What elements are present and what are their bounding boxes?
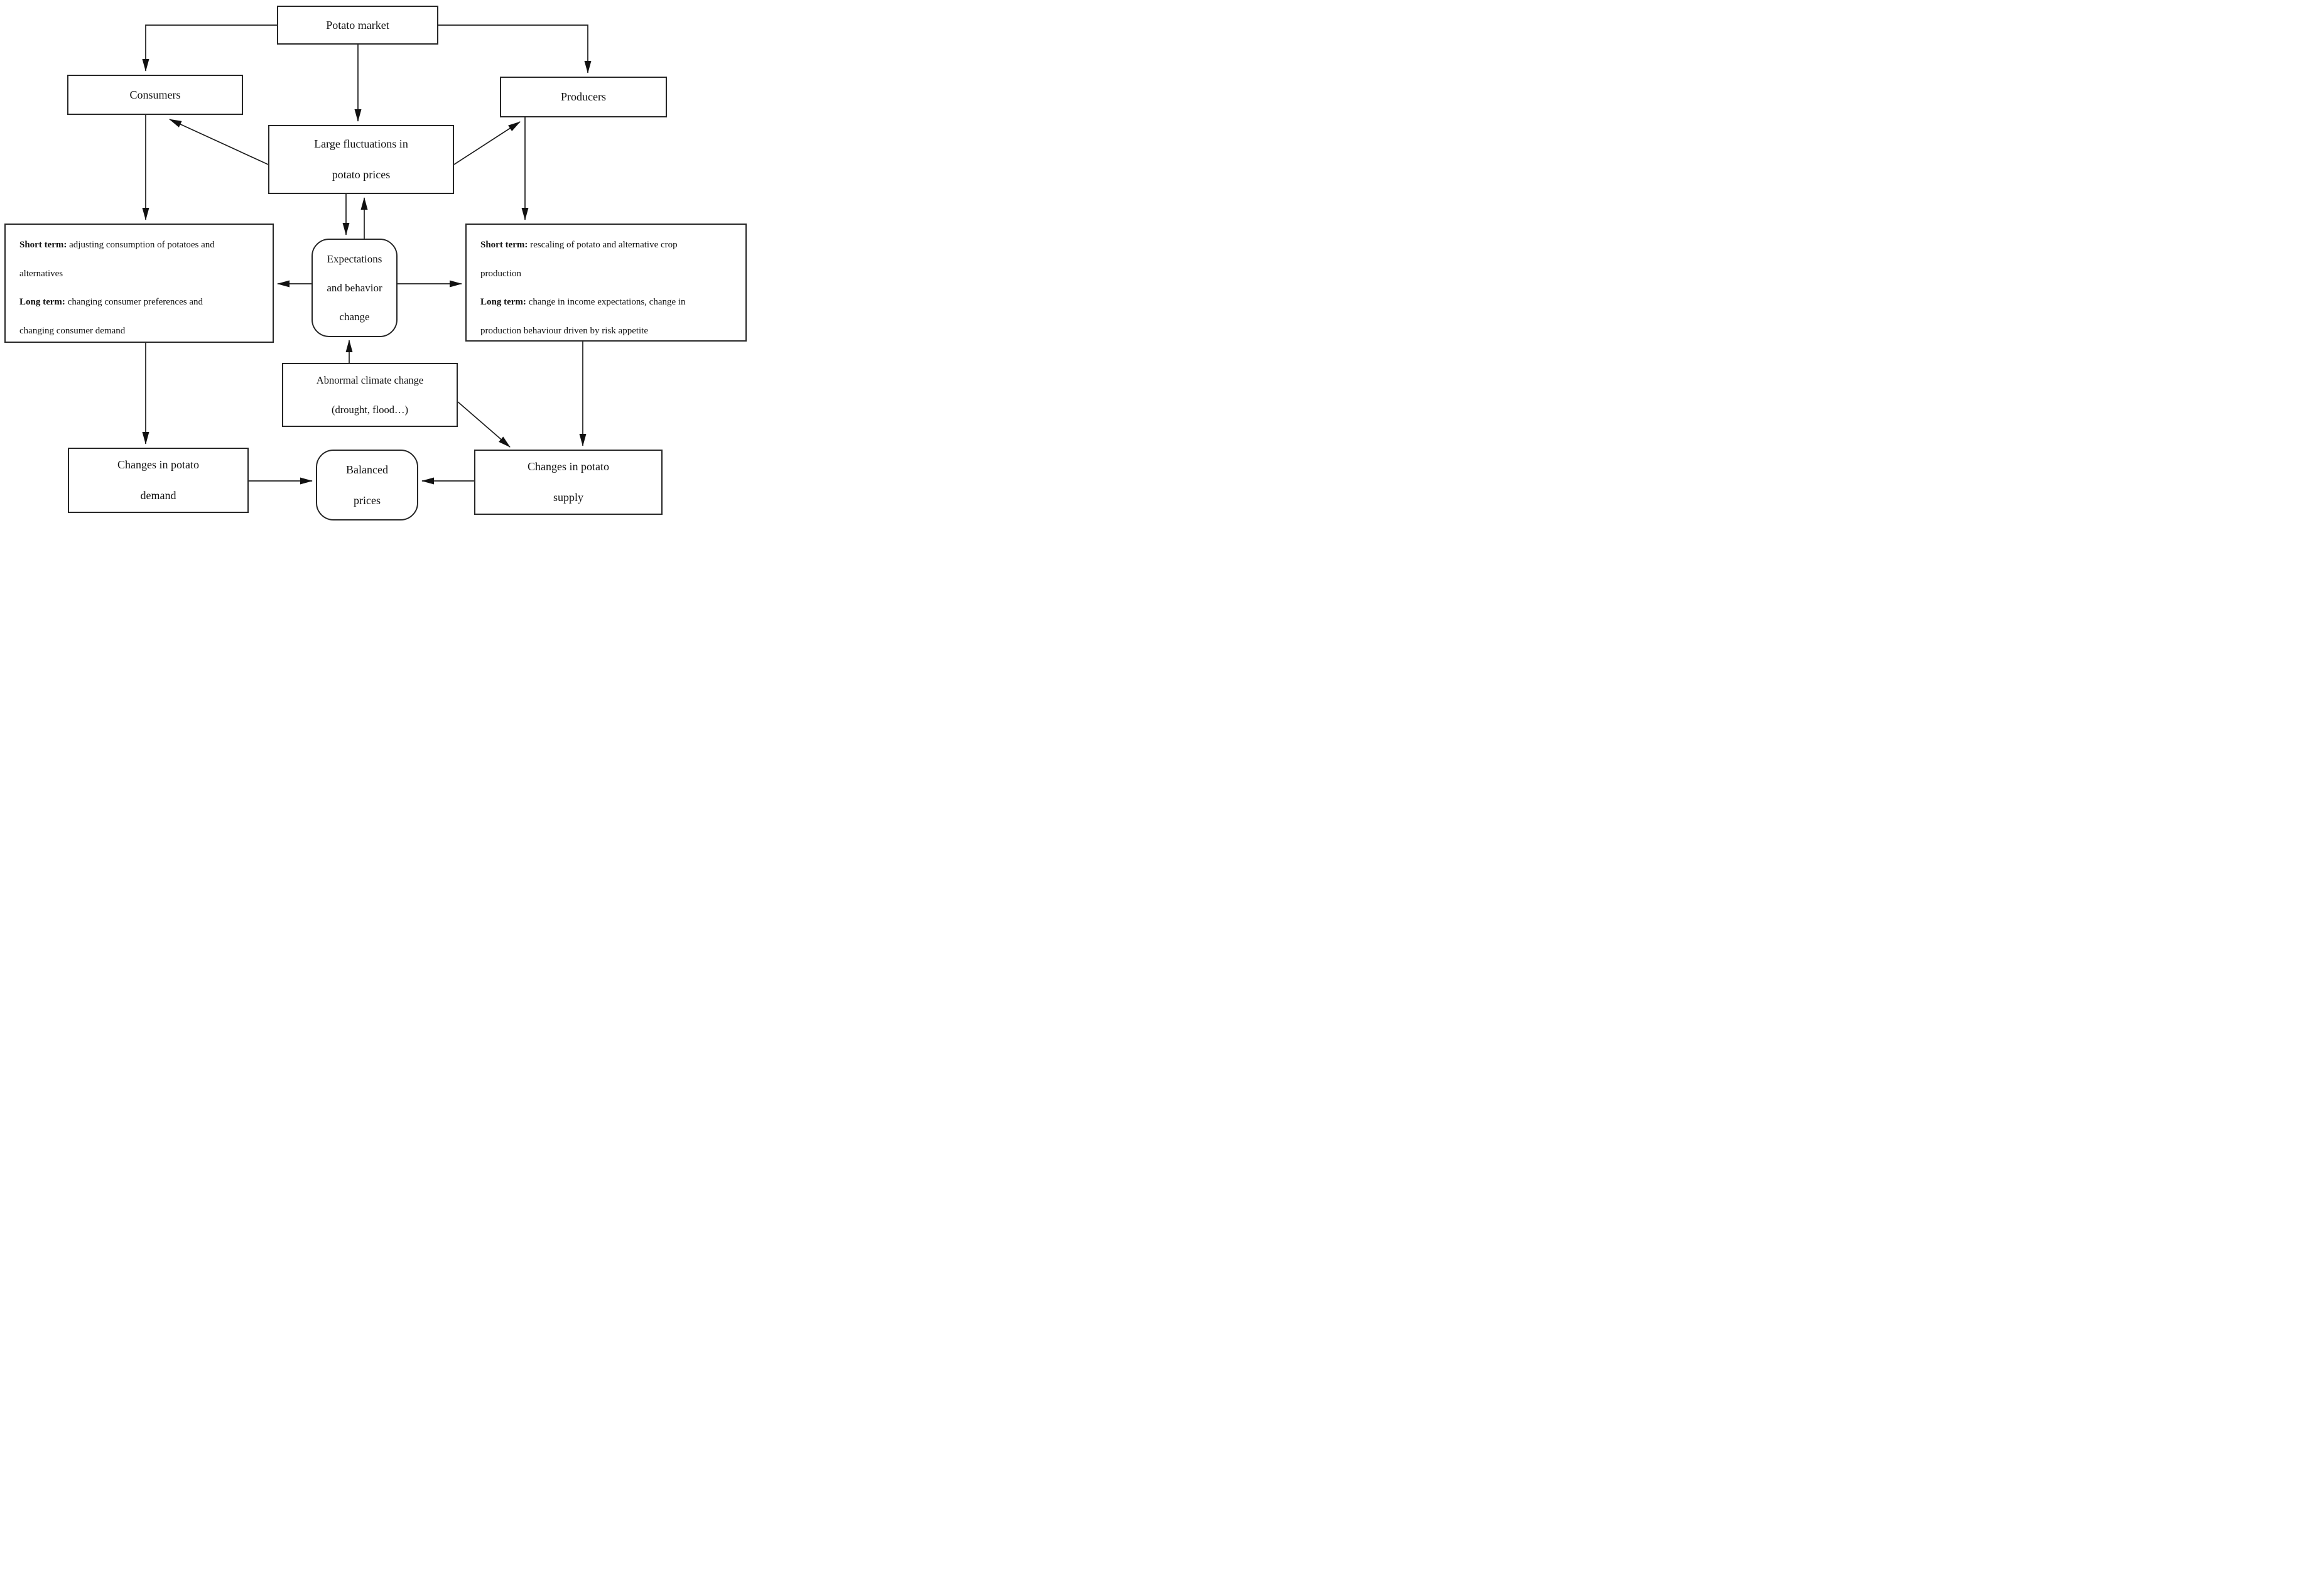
potato-demand-box: Changes in potato demand bbox=[68, 448, 249, 513]
expectations-box: Expectations and behavior change bbox=[311, 239, 398, 337]
producer-effects-box: Short term: rescaling of potato and alte… bbox=[465, 224, 747, 342]
expectations-line3: change bbox=[339, 310, 370, 323]
producers-box: Producers bbox=[500, 77, 667, 117]
potato-supply-line1: Changes in potato bbox=[528, 460, 609, 473]
potato-market-box: Potato market bbox=[277, 6, 438, 45]
balanced-prices-box: Balanced prices bbox=[316, 450, 418, 520]
consumer-effects-line: Long term: changing consumer preferences… bbox=[19, 297, 203, 307]
consumer-effects-line: Short term: adjusting consumption of pot… bbox=[19, 240, 215, 250]
price-fluctuations-box: Large fluctuations in potato prices bbox=[268, 125, 454, 194]
potato-demand-line2: demand bbox=[140, 489, 176, 502]
potato-demand-line1: Changes in potato bbox=[117, 458, 199, 471]
price-fluctuations-line1: Large fluctuations in bbox=[314, 137, 408, 150]
climate-change-box: Abnormal climate change (drought, flood…… bbox=[282, 363, 458, 427]
potato-supply-box: Changes in potato supply bbox=[474, 450, 663, 515]
arrow-fluctuations-to-consumers bbox=[169, 119, 269, 165]
arrow-potato-market-to-producers bbox=[438, 24, 592, 73]
producer-effects-line: production behaviour driven by risk appe… bbox=[480, 325, 649, 336]
climate-change-line1: Abnormal climate change bbox=[316, 374, 424, 386]
producer-effects-line: Long term: change in income expectations… bbox=[480, 297, 686, 307]
price-fluctuations-line2: potato prices bbox=[332, 168, 391, 181]
consumer-effects-box: Short term: adjusting consumption of pot… bbox=[4, 224, 274, 343]
producer-effects-line: production bbox=[480, 268, 521, 279]
expectations-line1: Expectations bbox=[327, 252, 382, 265]
potato-market-label: Potato market bbox=[326, 18, 389, 31]
expectations-line2: and behavior bbox=[327, 281, 382, 294]
climate-change-line2: (drought, flood…) bbox=[332, 404, 408, 416]
consumers-box: Consumers bbox=[67, 75, 243, 115]
producers-label: Producers bbox=[561, 90, 606, 103]
potato-supply-line2: supply bbox=[553, 491, 583, 504]
consumer-effects-line: changing consumer demand bbox=[19, 325, 126, 336]
consumers-label: Consumers bbox=[129, 88, 181, 101]
arrow-fluctuations-to-producers bbox=[453, 121, 521, 165]
diagram-canvas: Potato market Consumers Producers Large … bbox=[0, 0, 754, 523]
arrow-climate-to-supply bbox=[457, 401, 511, 448]
consumer-effects-line: alternatives bbox=[19, 268, 63, 279]
balanced-prices-line1: Balanced bbox=[346, 463, 388, 476]
producer-effects-line: Short term: rescaling of potato and alte… bbox=[480, 240, 678, 250]
connector-layer bbox=[142, 24, 592, 485]
balanced-prices-line2: prices bbox=[354, 493, 381, 507]
arrow-potato-market-to-consumers bbox=[142, 24, 277, 72]
